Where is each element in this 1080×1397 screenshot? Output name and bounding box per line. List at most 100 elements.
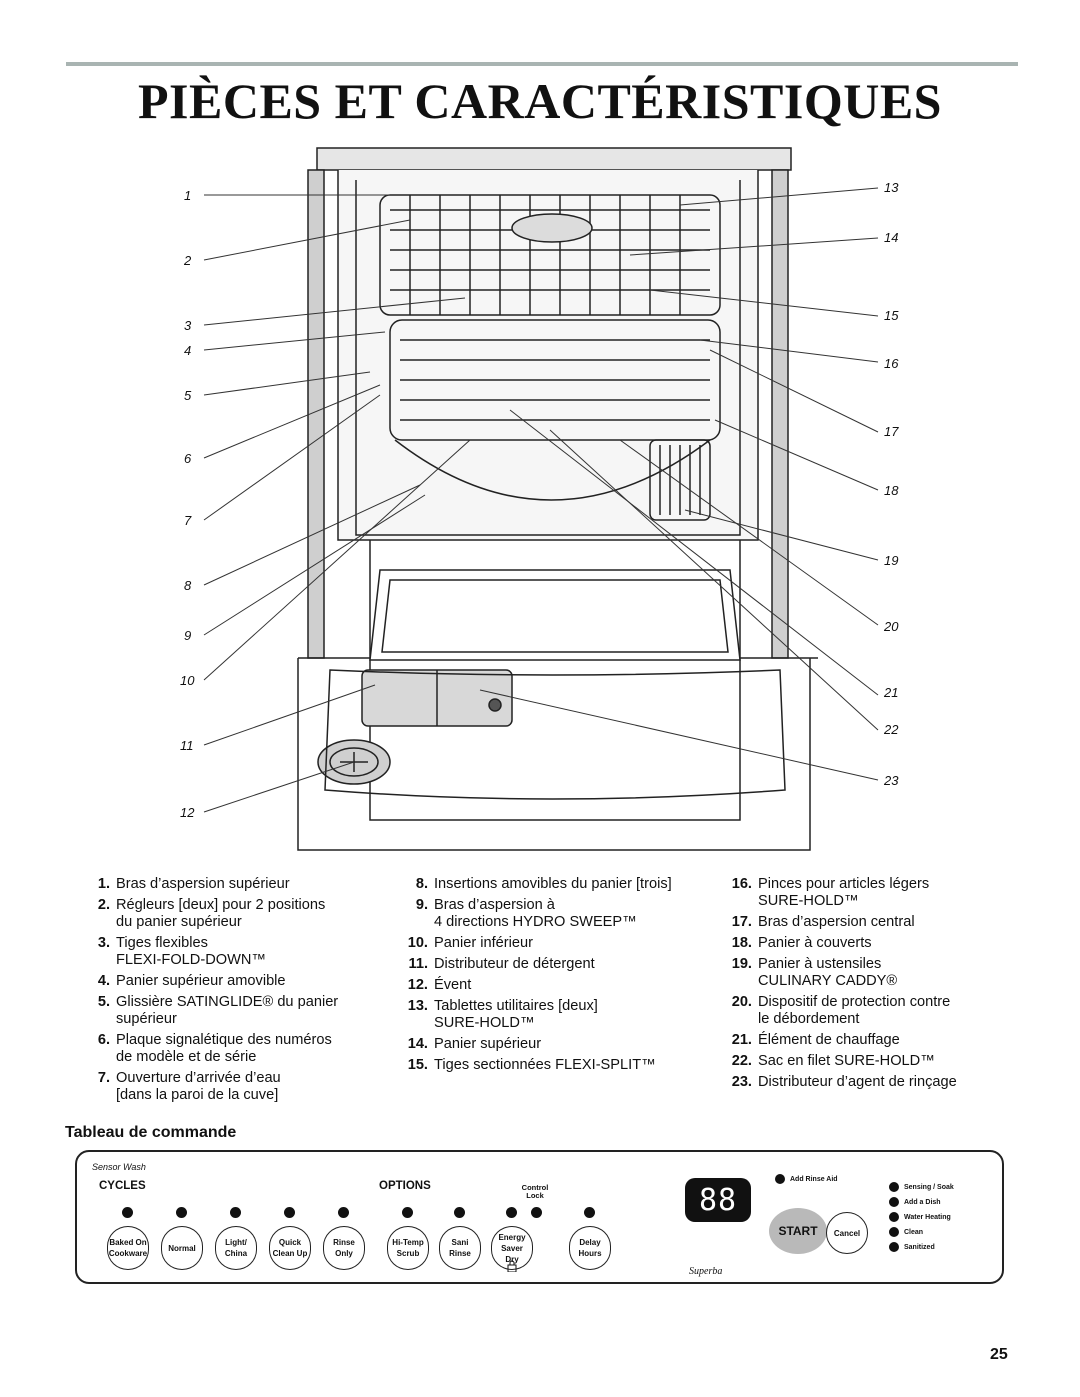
callout-8: 8 bbox=[184, 578, 192, 593]
callout-6: 6 bbox=[184, 451, 192, 466]
legend-text: Bras d’aspersion à 4 directions HYDRO SW… bbox=[434, 897, 637, 930]
control-lock-label: Control Lock bbox=[521, 1183, 549, 1200]
legend-text: Panier à couverts bbox=[758, 935, 872, 951]
legend-column-2: 8.Insertions amovibles du panier [trois]… bbox=[390, 876, 710, 1078]
legend-item: 12.Évent bbox=[390, 977, 710, 994]
legend-number: 6. bbox=[97, 1032, 110, 1048]
legend-number: 23. bbox=[731, 1074, 752, 1090]
callout-10: 10 bbox=[180, 673, 195, 688]
legend-text: Tablettes utilitaires [deux] SURE-HOLD™ bbox=[434, 998, 598, 1031]
legend-number: 5. bbox=[97, 994, 110, 1010]
callout-4: 4 bbox=[184, 343, 191, 358]
legend-item: 8.Insertions amovibles du panier [trois] bbox=[390, 876, 710, 893]
legend-text: Glissière SATINGLIDE® du panier supérieu… bbox=[116, 994, 339, 1027]
callout-1: 1 bbox=[184, 188, 191, 203]
cycle-indicator-dot bbox=[284, 1207, 295, 1218]
cycle-button[interactable]: Baked On Cookware bbox=[107, 1226, 149, 1270]
cycle-button[interactable]: Normal bbox=[161, 1226, 203, 1270]
indicator-dot bbox=[889, 1212, 899, 1222]
option-indicator-dot bbox=[584, 1207, 595, 1218]
legend-number: 11. bbox=[408, 956, 428, 972]
legend-text: Panier à ustensiles CULINARY CADDY® bbox=[758, 956, 898, 989]
indicator-dot bbox=[889, 1182, 899, 1192]
brand-name: Superba bbox=[689, 1266, 723, 1277]
legend-text: Distributeur d’agent de rinçage bbox=[758, 1074, 957, 1090]
dishwasher-diagram: 1 2 3 4 5 6 7 8 9 10 11 12 13 14 15 16 1… bbox=[180, 147, 899, 851]
cycle-button[interactable]: Quick Clean Up bbox=[269, 1226, 311, 1270]
legend-item: 13. Tablettes utilitaires [deux] SURE-HOL… bbox=[390, 998, 710, 1032]
status-indicator-label: Sanitized bbox=[904, 1243, 935, 1251]
legend-number: 13. bbox=[407, 998, 428, 1014]
option-button[interactable]: Delay Hours bbox=[569, 1226, 611, 1270]
legend-number: 20. bbox=[731, 994, 752, 1010]
indicator-dot bbox=[889, 1197, 899, 1207]
legend-text: Tiges flexibles FLEXI-FOLD-DOWN™ bbox=[116, 935, 266, 968]
option-button[interactable]: Hi-Temp Scrub bbox=[387, 1226, 429, 1270]
legend-text: Panier inférieur bbox=[434, 935, 533, 951]
legend-item: 16.Pinces pour articles légers SURE-HOLD… bbox=[712, 876, 1012, 910]
legend-number: 22. bbox=[731, 1053, 752, 1069]
legend-item: 18. Panier à couverts bbox=[712, 935, 1012, 952]
callout-16: 16 bbox=[884, 356, 899, 371]
legend-number: 17. bbox=[731, 914, 752, 930]
indicator-dot bbox=[889, 1227, 899, 1237]
legend-item: 9. Bras d’aspersion à 4 directions HYDRO … bbox=[390, 897, 710, 931]
legend-number: 12. bbox=[407, 977, 428, 993]
indicator-dot bbox=[889, 1242, 899, 1252]
legend-number: 9. bbox=[415, 897, 428, 913]
legend-item: 15.Tiges sectionnées FLEXI-SPLIT™ bbox=[390, 1057, 710, 1074]
status-indicator: Sensing / Soak bbox=[889, 1182, 954, 1192]
callout-9: 9 bbox=[184, 628, 191, 643]
legend-text: Panier supérieur amovible bbox=[116, 973, 286, 989]
legend-number: 18. bbox=[731, 935, 752, 951]
legend-item: 20. Dispositif de protection contre le dé… bbox=[712, 994, 1012, 1028]
callout-14: 14 bbox=[884, 230, 898, 245]
legend-text: Plaque signalétique des numéros de modèl… bbox=[116, 1032, 332, 1065]
legend-text: Insertions amovibles du panier [trois] bbox=[434, 876, 672, 892]
callout-5: 5 bbox=[184, 388, 192, 403]
legend-number: 14. bbox=[407, 1036, 428, 1052]
option-indicator-dot bbox=[454, 1207, 465, 1218]
option-button[interactable]: Sani Rinse bbox=[439, 1226, 481, 1270]
status-indicator-label: Sensing / Soak bbox=[904, 1183, 954, 1191]
legend-number: 4. bbox=[97, 973, 110, 989]
add-rinse-aid-indicator: Add Rinse Aid bbox=[775, 1174, 838, 1184]
page-title: PIÈCES ET CARACTÉRISTIQUES bbox=[138, 73, 942, 129]
legend-item: 14. Panier supérieur bbox=[390, 1036, 710, 1053]
legend-item: 7.Ouverture d’arrivée d’eau [dans la par… bbox=[78, 1070, 378, 1104]
option-indicator-dot bbox=[506, 1207, 517, 1218]
callout-2: 2 bbox=[183, 253, 192, 268]
add-rinse-aid-label: Add Rinse Aid bbox=[790, 1175, 838, 1183]
callout-19: 19 bbox=[884, 553, 898, 568]
callout-13: 13 bbox=[884, 180, 899, 195]
control-panel-heading: Tableau de commande bbox=[65, 1124, 237, 1141]
legend-number: 15. bbox=[407, 1057, 428, 1073]
status-indicator-label: Water Heating bbox=[904, 1213, 951, 1221]
legend-item: 2.Régleurs [deux] pour 2 positions du pa… bbox=[78, 897, 378, 931]
callout-numbers: 1 2 3 4 5 6 7 8 9 10 11 12 13 14 15 16 1… bbox=[180, 180, 899, 820]
callout-22: 22 bbox=[883, 722, 899, 737]
legend-number: 19. bbox=[731, 956, 752, 972]
legend-text: Bras d’aspersion supérieur bbox=[116, 876, 290, 892]
status-indicator-label: Add a Dish bbox=[904, 1198, 941, 1206]
cycle-button[interactable]: Rinse Only bbox=[323, 1226, 365, 1270]
legend-item: 21.Élément de chauffage bbox=[712, 1032, 1012, 1049]
control-lock-dot bbox=[531, 1207, 542, 1218]
option-button[interactable]: Energy Saver Dry bbox=[491, 1226, 533, 1270]
legend-text: Régleurs [deux] pour 2 positions du pani… bbox=[116, 897, 326, 930]
cancel-button[interactable]: Cancel bbox=[826, 1212, 868, 1254]
start-button[interactable]: START bbox=[769, 1208, 827, 1254]
callout-21: 21 bbox=[883, 685, 898, 700]
top-rule bbox=[66, 62, 1018, 66]
legend-text: Panier supérieur bbox=[434, 1036, 542, 1052]
status-indicator: Sanitized bbox=[889, 1242, 935, 1252]
legend-item: 5. Glissière SATINGLIDE® du panier supéri… bbox=[78, 994, 378, 1028]
legend-text: Dispositif de protection contre le débor… bbox=[758, 994, 951, 1027]
cycle-button[interactable]: Light/ China bbox=[215, 1226, 257, 1270]
status-indicator: Add a Dish bbox=[889, 1197, 941, 1207]
digital-display: 88 bbox=[685, 1178, 751, 1222]
legend-item: 6. Plaque signalétique des numéros de mod… bbox=[78, 1032, 378, 1066]
callout-3: 3 bbox=[184, 318, 192, 333]
legend-number: 7. bbox=[97, 1070, 110, 1086]
